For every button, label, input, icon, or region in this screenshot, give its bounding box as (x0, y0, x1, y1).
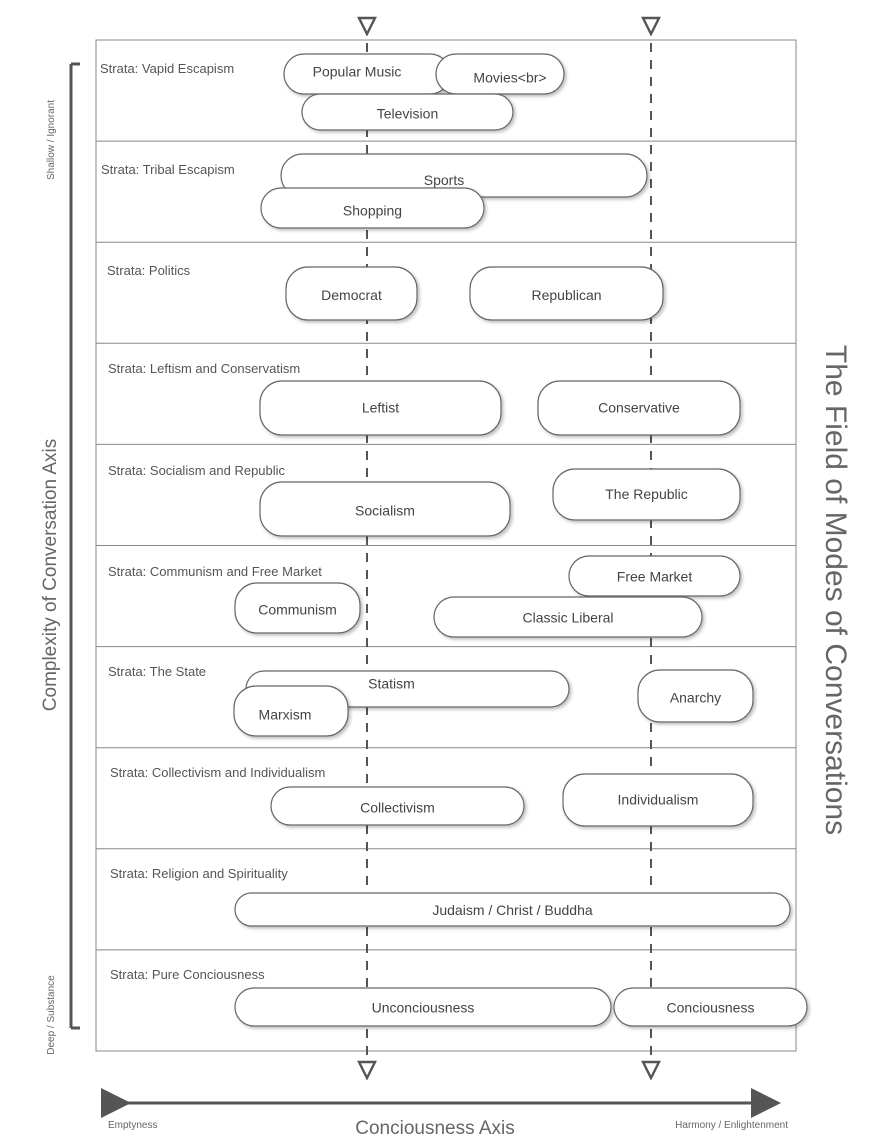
mode-node-box (259, 481, 511, 537)
mode-node: Television (301, 93, 514, 131)
mode-node-label: Democrat (321, 287, 382, 303)
strata-label: Strata: Vapid Escapism (100, 61, 234, 76)
mode-node-box (568, 555, 741, 597)
mode-node: Communism (234, 582, 361, 634)
strata-band: Strata: Religion and SpiritualityJudaism… (110, 866, 791, 927)
strata-label: Strata: Socialism and Republic (108, 463, 286, 478)
strata-band: Strata: Communism and Free Market Free Ma… (108, 555, 741, 638)
mode-node-box (562, 773, 754, 827)
mode-node-box (613, 987, 808, 1027)
mode-node-box (260, 187, 485, 229)
mode-node-label: Television (377, 106, 438, 122)
mode-node: Conservative (537, 380, 741, 436)
mode-node: Republican (469, 266, 664, 321)
mode-node-box (433, 596, 703, 638)
mode-node-label: Conciousness (667, 1000, 755, 1016)
mode-node: Anarchy (637, 669, 754, 723)
strata-label: Strata: Politics (107, 263, 191, 278)
mode-node-label: Leftist (362, 400, 399, 416)
mode-node-label: Individualism (618, 792, 699, 808)
strata-label: Strata: Religion and Spirituality (110, 866, 288, 881)
mode-node-label: Classic Liberal (522, 610, 613, 626)
mode-node-label: Judaism / Christ / Buddha (432, 902, 593, 918)
complexity-axis-title: Complexity of Conversation Axis (40, 439, 61, 711)
shallow-label: Shallow / Ignorant (46, 100, 57, 180)
mode-node: Shopping (260, 187, 485, 229)
mode-node-box (233, 685, 349, 737)
deep-label: Deep / Substance (46, 975, 57, 1055)
mode-node: Classic Liberal (433, 596, 703, 638)
mode-node-label: Unconciousness (372, 1000, 475, 1016)
strata-label: Strata: Leftism and Conservatism (108, 361, 300, 376)
mode-node-label: Republican (531, 287, 601, 303)
mode-node-box (285, 266, 418, 321)
mode-node-box (435, 53, 565, 95)
mode-node-label: The Republic (605, 486, 688, 502)
mode-node: Leftist (259, 380, 502, 436)
strata-label: Strata: Collectivism and Individualism (110, 765, 325, 780)
mode-node: Marxism (233, 685, 349, 737)
mode-node-box (537, 380, 741, 436)
strata-label: Strata: Communism and Free Market (108, 564, 322, 579)
mode-node-label: Anarchy (670, 690, 721, 706)
mode-node-box (301, 93, 514, 131)
mode-node: Collectivism (270, 786, 525, 826)
emptyness-label: Emptyness (108, 1120, 157, 1131)
strata-label: Strata: The State (108, 664, 206, 679)
conciousness-axis-title: Conciousness Axis (355, 1118, 514, 1139)
strata-label: Strata: Pure Conciousness (110, 967, 265, 982)
mode-node: Movies<br> (435, 53, 565, 95)
mode-node-box (259, 380, 502, 436)
mode-node: The Republic (552, 468, 741, 521)
strata-dividers (96, 140, 796, 951)
mode-node-label: Shopping (343, 203, 402, 219)
mode-node-label: Collectivism (360, 800, 435, 816)
mode-node: Unconciousness (234, 987, 612, 1027)
mode-node: Individualism (562, 773, 754, 827)
mode-node-box (234, 892, 791, 927)
mode-node: Socialism (259, 481, 511, 537)
mode-node: Judaism / Christ / Buddha (234, 892, 791, 927)
mode-node-label: Free Market (617, 569, 693, 585)
strata-label: Strata: Tribal Escapism (101, 162, 235, 177)
strata-layer: Strata: Vapid Escapism Popular Music Movie… (100, 53, 808, 1027)
mode-node-label: Statism (368, 676, 415, 692)
diagram-title: The Field of Modes of Conversations (819, 345, 852, 835)
mode-node-box (637, 669, 754, 723)
mode-node-box (270, 786, 525, 826)
mode-node-label: Socialism (355, 503, 415, 519)
strata-band: Strata: Vapid Escapism Popular Music Movie… (100, 53, 565, 131)
mode-node-label: Communism (258, 602, 337, 618)
mode-node-label: Conservative (598, 400, 680, 416)
mode-node: Democrat (285, 266, 418, 321)
mode-node-label: Popular Music (313, 64, 402, 80)
mode-node-box (552, 468, 741, 521)
mode-node: Free Market (568, 555, 741, 597)
mode-node-box (234, 582, 361, 634)
mode-node-label: Sports (424, 172, 464, 188)
mode-node-box (469, 266, 664, 321)
mode-node-box (234, 987, 612, 1027)
mode-node: Popular Music (283, 53, 451, 95)
mode-node-label: Marxism (259, 707, 312, 723)
mode-node-label: Movies<br> (473, 70, 546, 86)
strata-band: Strata: Collectivism and IndividualismCo… (110, 765, 754, 827)
mode-node: Conciousness (613, 987, 808, 1027)
harmony-label: Harmony / Enlightenment (675, 1120, 788, 1131)
